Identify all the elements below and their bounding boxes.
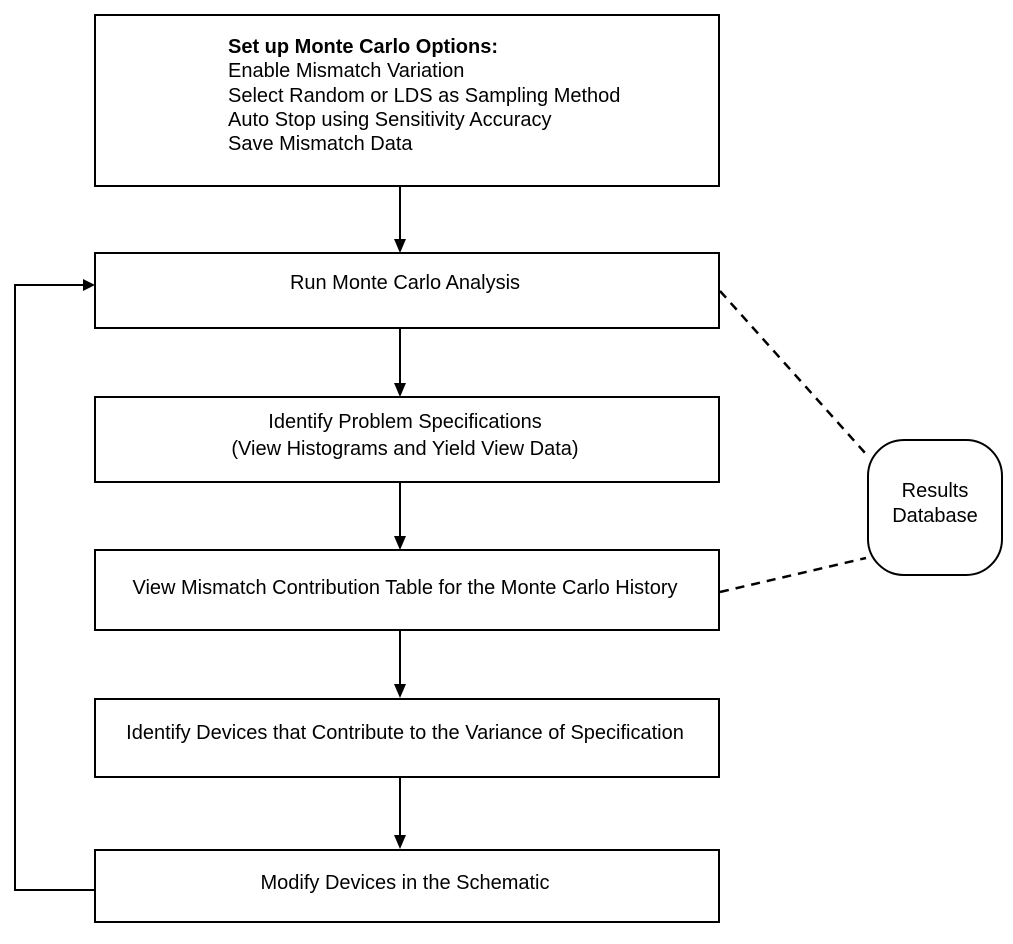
setup-options-box (94, 14, 720, 187)
results-database-label-line1: Results (902, 480, 969, 502)
flow-arrow-run-to-identify-specs (394, 328, 406, 397)
feedback-loop-line (14, 284, 95, 891)
step-identify-problem-specs-label-line1: Identify Problem Specifications (268, 411, 541, 433)
step-identify-problem-specs-box (94, 396, 720, 483)
arrow-down-icon (394, 684, 406, 698)
setup-option-item: Save Mismatch Data (228, 133, 413, 155)
arrow-down-icon (394, 536, 406, 550)
step-modify-devices-label: Modify Devices in the Schematic (260, 872, 549, 894)
setup-option-item: Auto Stop using Sensitivity Accuracy (228, 109, 552, 131)
flow-arrow-view-table-to-identify-devices (394, 630, 406, 698)
arrow-right-icon (83, 279, 95, 291)
arrow-down-icon (394, 835, 406, 849)
results-database-label-line2: Database (892, 505, 978, 527)
flow-arrow-identify-specs-to-view-table (394, 482, 406, 550)
dashed-connector-view-table-to-database (719, 556, 867, 594)
setup-options-heading: Set up Monte Carlo Options: (228, 36, 498, 58)
step-identify-devices-label: Identify Devices that Contribute to the … (126, 722, 684, 744)
setup-option-item: Select Random or LDS as Sampling Method (228, 85, 620, 107)
flow-arrow-identify-devices-to-modify (394, 777, 406, 849)
step-identify-problem-specs-label-line2: (View Histograms and Yield View Data) (231, 438, 578, 460)
step-run-monte-carlo-label: Run Monte Carlo Analysis (290, 272, 520, 294)
results-database-node (867, 439, 1003, 576)
step-run-monte-carlo-box (94, 252, 720, 329)
flow-arrow-setup-to-run (394, 186, 406, 253)
step-view-mismatch-contribution-label: View Mismatch Contribution Table for the… (132, 577, 677, 599)
feedback-loop-modify-to-run (14, 279, 95, 891)
setup-option-item: Enable Mismatch Variation (228, 60, 464, 82)
dashed-connector-run-to-database (719, 290, 867, 455)
step-view-mismatch-contribution-box (94, 549, 720, 631)
arrow-down-icon (394, 239, 406, 253)
arrow-down-icon (394, 383, 406, 397)
step-modify-devices-box (94, 849, 720, 923)
step-identify-devices-box (94, 698, 720, 778)
